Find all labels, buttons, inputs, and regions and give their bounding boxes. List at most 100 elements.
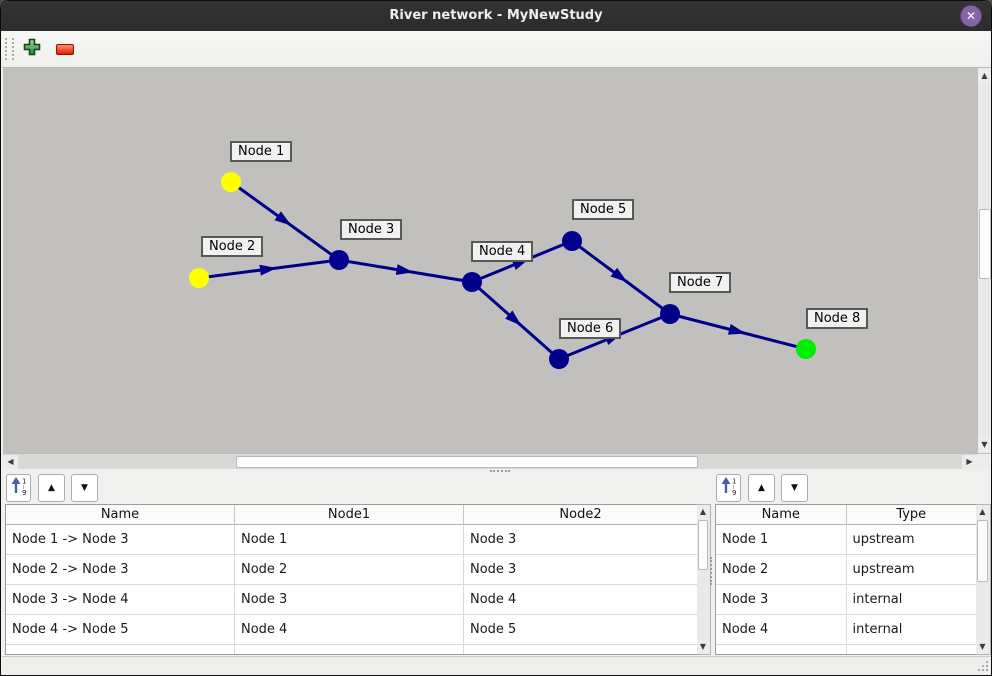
table-cell[interactable]: Node 3 <box>716 585 847 615</box>
scroll-right-icon[interactable]: ▶ <box>962 455 977 469</box>
nodes-table-scrollbar[interactable]: ▲ ▼ <box>976 504 991 655</box>
branches-sort-button[interactable]: 1 9 <box>6 474 31 502</box>
table-cell[interactable]: Node 2 <box>235 555 464 585</box>
table-cell[interactable]: Node 3 <box>464 525 697 555</box>
node-label[interactable]: Node 5 <box>572 199 635 220</box>
branch-edge[interactable] <box>471 280 560 361</box>
table-cell[interactable] <box>6 645 235 654</box>
branch-edge[interactable] <box>571 239 671 316</box>
table-cell[interactable]: internal <box>846 585 976 615</box>
table-cell[interactable]: Node 2 -> Node 3 <box>6 555 235 585</box>
branches-move-up-button[interactable]: ▲ <box>38 474 65 502</box>
table-row[interactable] <box>6 645 697 654</box>
graph-node[interactable] <box>221 172 241 192</box>
branch-edge[interactable] <box>230 180 340 262</box>
table-cell[interactable]: Node 5 <box>464 615 697 645</box>
vertical-splitter[interactable] <box>710 557 717 585</box>
column-header[interactable]: Type <box>896 507 927 522</box>
table-cell[interactable]: upstream <box>846 555 976 585</box>
table-cell[interactable]: Node 3 <box>235 585 464 615</box>
graph-vertical-scrollbar[interactable]: ▲ ▼ <box>977 68 991 453</box>
table-cell[interactable]: Node 4 <box>464 585 697 615</box>
table-row[interactable] <box>716 645 977 654</box>
scroll-up-icon[interactable]: ▲ <box>978 68 991 83</box>
table-cell[interactable]: Node 4 <box>716 615 847 645</box>
graph-node[interactable] <box>562 231 582 251</box>
table-cell[interactable] <box>847 645 977 654</box>
table-cell[interactable]: Node 3 <box>464 555 697 585</box>
table-cell[interactable]: Node 1 <box>235 525 464 555</box>
graph-node[interactable] <box>660 304 680 324</box>
table-cell[interactable]: upstream <box>846 525 976 555</box>
column-header[interactable]: Node1 <box>235 505 464 525</box>
node-label[interactable]: Node 6 <box>559 318 622 339</box>
branch-edge[interactable] <box>338 258 473 284</box>
column-header[interactable]: Node2 <box>559 507 602 522</box>
graph-node[interactable] <box>329 250 349 270</box>
svg-text:9: 9 <box>732 489 736 496</box>
scroll-down-icon[interactable]: ▼ <box>976 640 989 654</box>
remove-node-button[interactable] <box>51 35 79 63</box>
titlebar[interactable]: River network - MyNewStudy ✕ <box>1 1 991 31</box>
close-button[interactable]: ✕ <box>960 5 982 27</box>
node-label[interactable]: Node 3 <box>340 219 403 240</box>
graph-horizontal-scrollbar[interactable]: ◀ ▶ <box>3 453 977 469</box>
column-header[interactable]: Name <box>716 505 847 525</box>
nodes-scroll-thumb[interactable] <box>977 520 988 582</box>
branches-table-scrollbar[interactable]: ▲ ▼ <box>697 504 711 655</box>
branch-edge[interactable] <box>669 312 807 351</box>
node-label[interactable]: Node 8 <box>806 308 869 329</box>
node-label[interactable]: Node 4 <box>471 241 534 262</box>
horizontal-splitter[interactable] <box>3 469 991 474</box>
nodes-move-down-button[interactable]: ▼ <box>781 474 808 502</box>
table-cell[interactable]: Node 3 -> Node 4 <box>6 585 235 615</box>
table-cell[interactable]: Node 1 -> Node 3 <box>6 525 235 555</box>
node-label[interactable]: Node 1 <box>230 141 293 162</box>
scroll-down-icon[interactable]: ▼ <box>697 640 709 654</box>
toolbar-drag-handle[interactable] <box>5 38 14 60</box>
table-cell[interactable]: Node 4 <box>235 615 464 645</box>
table-cell[interactable]: internal <box>846 615 976 645</box>
table-cell[interactable]: Node 2 <box>716 555 847 585</box>
node-label[interactable]: Node 2 <box>201 236 264 257</box>
nodes-sort-button[interactable]: 1 9 <box>716 474 741 502</box>
table-cell[interactable] <box>464 645 697 654</box>
resize-grip-icon[interactable] <box>978 669 980 671</box>
scroll-up-icon[interactable]: ▲ <box>976 505 989 519</box>
down-triangle-icon: ▼ <box>81 483 88 493</box>
graph-node[interactable] <box>462 272 482 292</box>
table-cell[interactable]: Node 1 <box>716 525 847 555</box>
branches-scroll-thumb[interactable] <box>698 520 708 570</box>
river-network-canvas[interactable]: Node 1 Node 2 Node 3 Node 4 Node 5 Node 6 Node… <box>3 68 977 453</box>
nodes-move-up-button[interactable]: ▲ <box>748 474 775 502</box>
branches-move-down-button[interactable]: ▼ <box>71 474 98 502</box>
window-title: River network - MyNewStudy <box>389 8 603 23</box>
graph-node[interactable] <box>549 349 569 369</box>
svg-text:1: 1 <box>732 478 736 486</box>
column-header[interactable]: Name <box>6 505 235 525</box>
graph-vscroll-thumb[interactable] <box>979 209 991 279</box>
graph-node[interactable] <box>189 268 209 288</box>
table-cell[interactable] <box>235 645 464 654</box>
graph-hscroll-thumb[interactable] <box>236 456 698 468</box>
scroll-down-icon[interactable]: ▼ <box>978 437 991 452</box>
node-label[interactable]: Node 7 <box>669 272 732 293</box>
table-cell[interactable] <box>716 645 847 654</box>
add-node-button[interactable] <box>18 35 46 63</box>
scroll-left-icon[interactable]: ◀ <box>3 455 18 469</box>
scroll-up-icon[interactable]: ▲ <box>697 505 709 519</box>
graph-node[interactable] <box>796 339 816 359</box>
table-cell[interactable]: Node 4 -> Node 5 <box>6 615 235 645</box>
branch-edge[interactable] <box>198 258 340 280</box>
